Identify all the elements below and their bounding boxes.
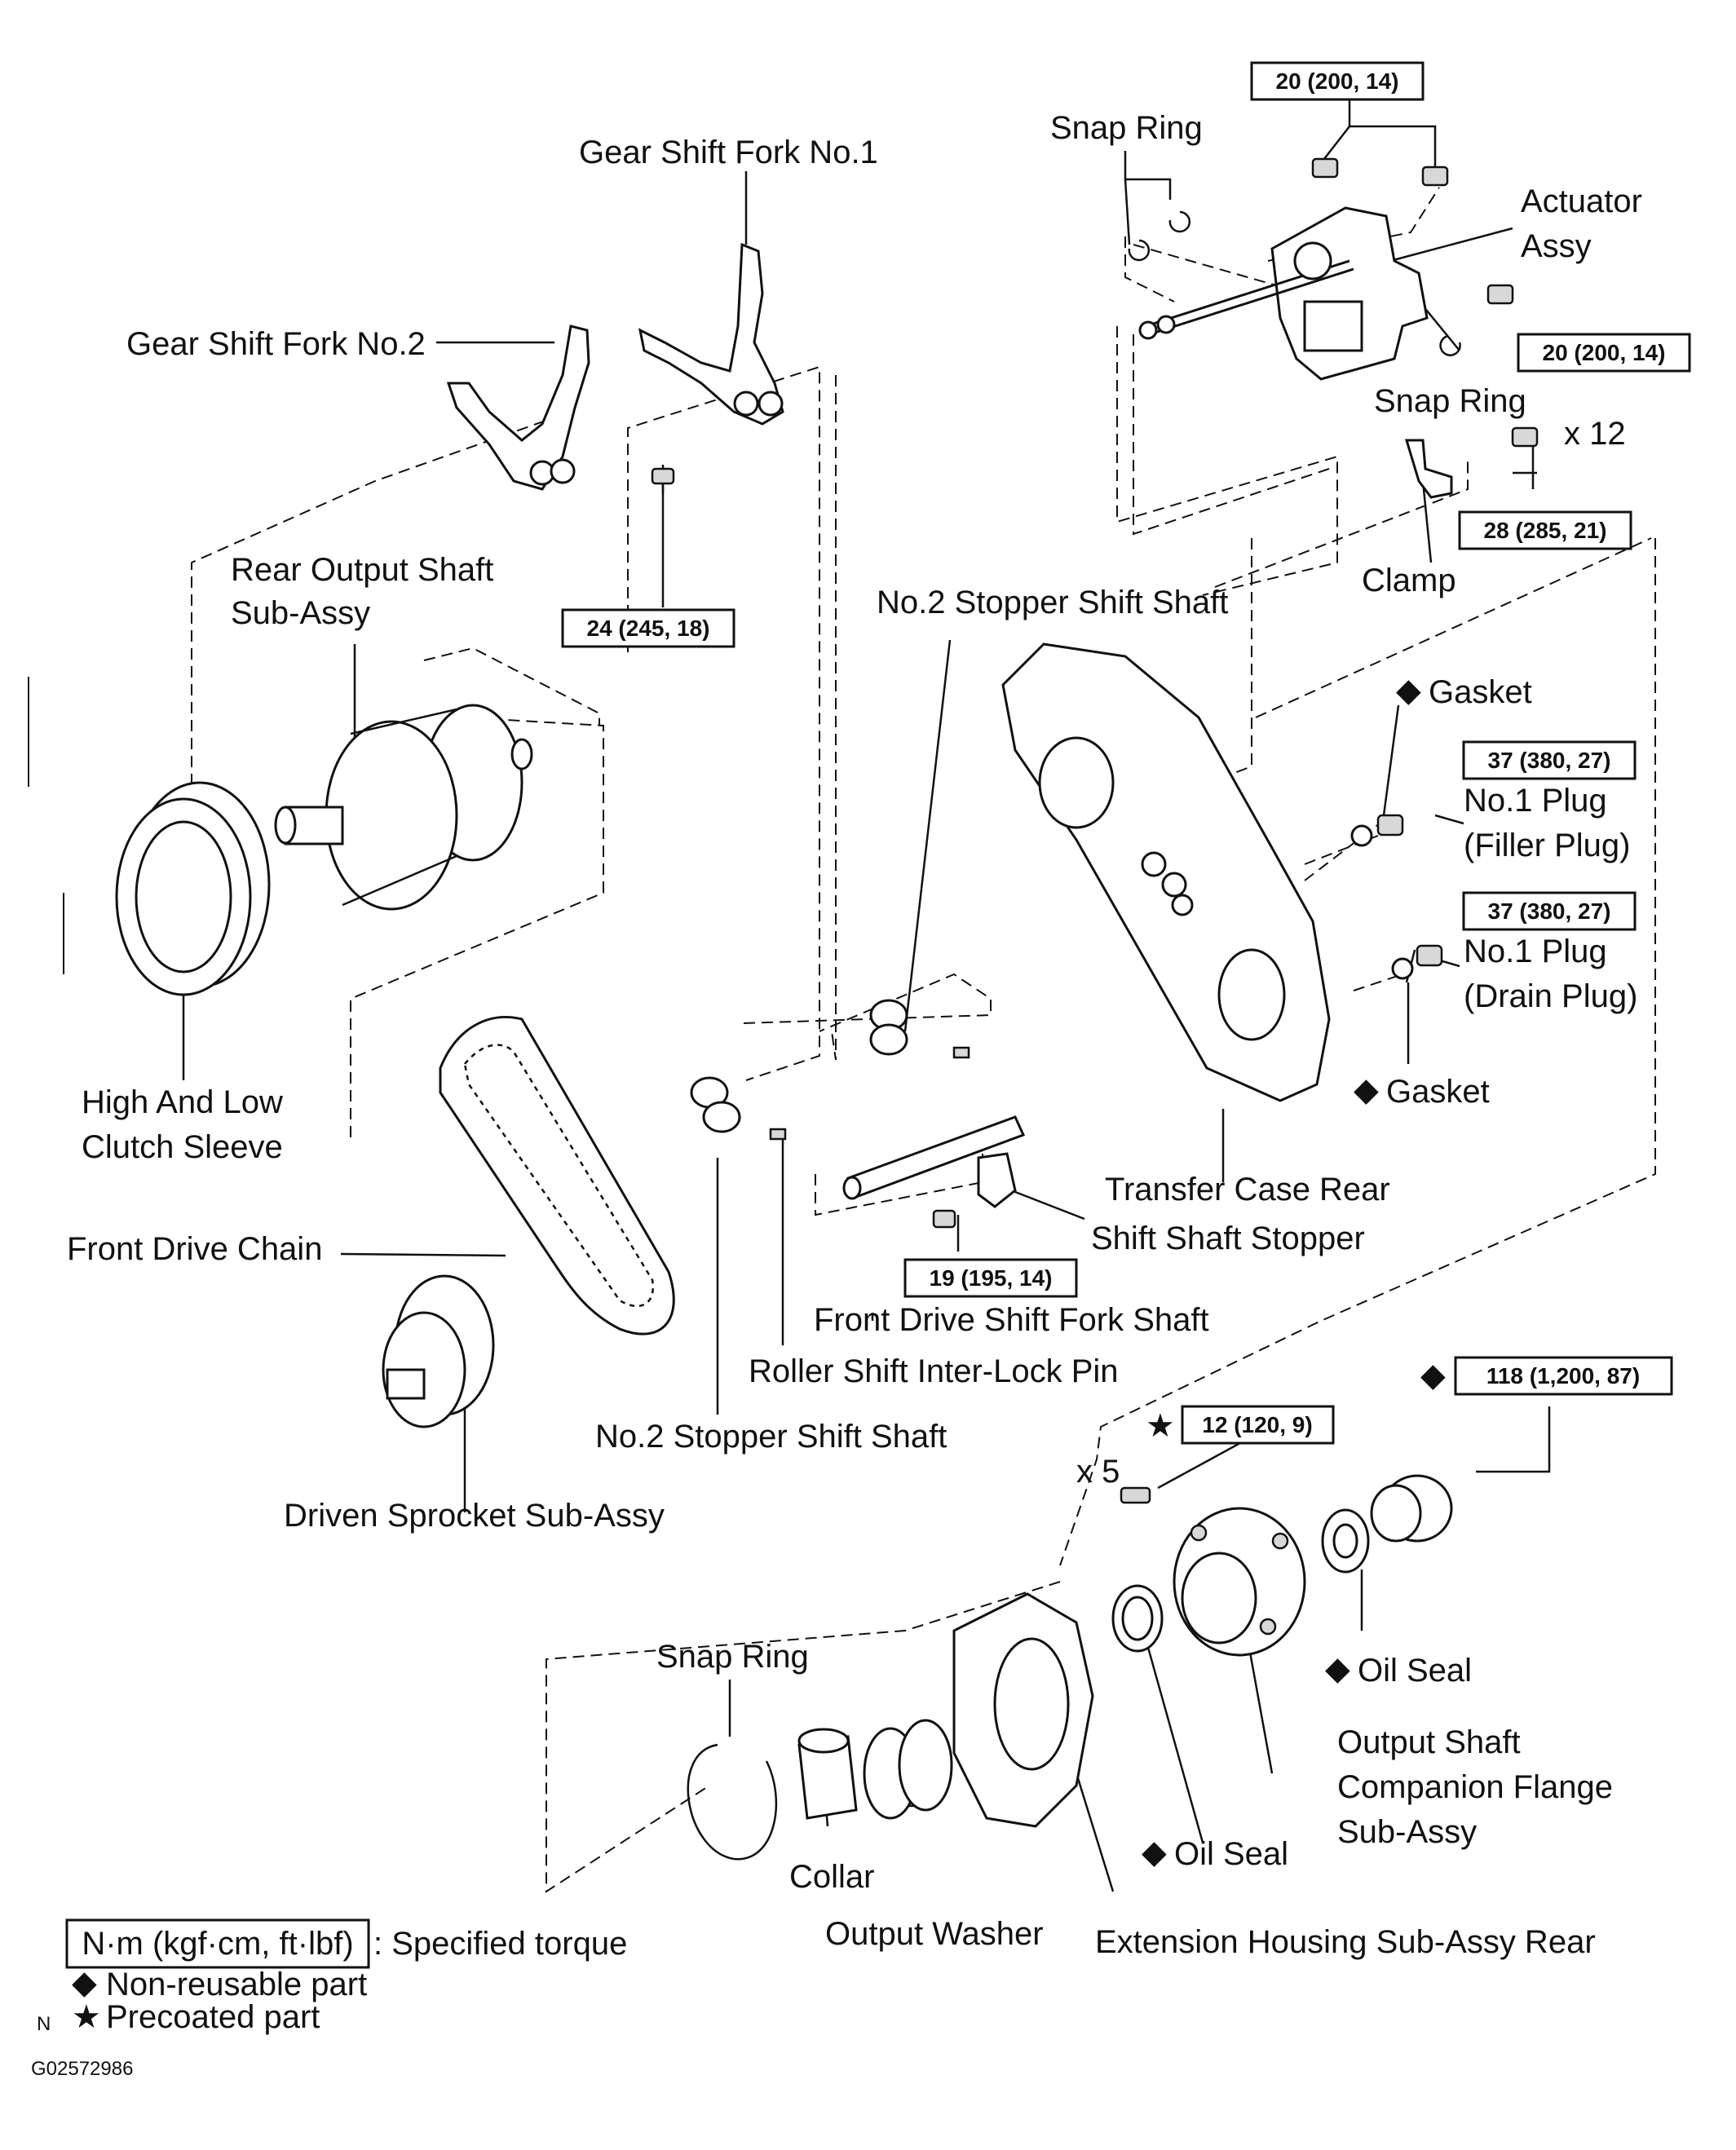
label-collar: Collar <box>789 1859 874 1895</box>
torque-top: 20 (200, 14) <box>1276 68 1399 94</box>
label-x5: x 5 <box>1076 1454 1120 1490</box>
drain-plug-and-gasket <box>1391 944 1443 980</box>
label-snap-ring-right: Snap Ring <box>1374 383 1526 419</box>
transfer-case-rear <box>1001 642 1331 1102</box>
label-output-flange-2: Companion Flange <box>1337 1769 1613 1805</box>
legend-unit-box: N·m (kgf·cm, ft·lbf) <box>82 1926 353 1962</box>
output-shaft-companion-flange <box>1173 1507 1306 1657</box>
clamp <box>1404 439 1453 499</box>
rear-output-shaft <box>274 704 533 911</box>
part-labels: Gear Shift Fork No.1 Gear Shift Fork No.… <box>67 110 1642 1960</box>
label-actuator-2: Assy <box>1521 228 1592 264</box>
stopper-bolt <box>932 1209 956 1229</box>
label-front-drive-chain: Front Drive Chain <box>67 1231 322 1267</box>
label-no2-stopper-top: No.2 Stopper Shift Shaft <box>877 585 1228 620</box>
no2-stopper-shift-shaft-upper <box>869 999 970 1059</box>
legend: N·m (kgf·cm, ft·lbf) : Specified torque … <box>31 1918 627 2080</box>
legend-n-mark: N <box>37 2013 51 2035</box>
label-oil-seal-mid: Oil Seal <box>1174 1836 1288 1872</box>
torque-spec-boxes: 20 (200, 14) 20 (200, 14) 28 (285, 21) 2… <box>561 61 1691 1445</box>
label-extension-housing: Extension Housing Sub-Assy Rear <box>1095 1924 1596 1960</box>
label-snap-ring-top: Snap Ring <box>1050 110 1203 146</box>
figure-id: G02572986 <box>31 2058 133 2080</box>
legend-precoated: Precoated part <box>106 1999 320 2035</box>
actuator-bolts <box>1311 157 1539 448</box>
non-reusable-mark-gasket-top: ◆ <box>1396 673 1421 709</box>
non-reusable-mark-gasket-bottom: ◆ <box>1354 1072 1379 1108</box>
high-and-low-clutch-sleeve <box>115 781 271 996</box>
no2-stopper-shift-shaft-lower <box>690 1076 787 1141</box>
front-drive-chain <box>439 1016 675 1335</box>
torque-fork: 24 (245, 18) <box>587 616 710 641</box>
torque-stopper: 19 (195, 14) <box>930 1265 1053 1291</box>
snap-rings-top <box>1128 210 1461 356</box>
housing-bolt <box>1120 1486 1151 1504</box>
label-x12: x 12 <box>1564 416 1626 452</box>
label-drain-plug-1: No.1 Plug <box>1464 934 1607 969</box>
label-gear-shift-fork-no1: Gear Shift Fork No.1 <box>579 135 878 170</box>
label-high-low-1: High And Low <box>82 1084 283 1120</box>
label-actuator-1: Actuator <box>1521 183 1642 219</box>
non-reusable-mark-oil-seal-mid: ◆ <box>1142 1834 1167 1870</box>
label-driven-sprocket: Driven Sprocket Sub-Assy <box>284 1498 665 1534</box>
gear-shift-fork-no1 <box>638 242 784 426</box>
precoated-mark-housing: ★ <box>1146 1408 1175 1444</box>
shift-shaft-stopper <box>977 1152 1017 1208</box>
torque-actuator: 20 (200, 14) <box>1543 340 1666 365</box>
actuator-assy <box>1138 206 1429 381</box>
label-rear-output-shaft-1: Rear Output Shaft <box>231 552 493 588</box>
label-gear-shift-fork-no2: Gear Shift Fork No.2 <box>126 326 426 362</box>
gear-shift-fork-no2 <box>446 324 590 491</box>
label-output-flange-1: Output Shaft <box>1337 1724 1521 1760</box>
label-clamp: Clamp <box>1362 563 1456 598</box>
extension-housing <box>952 1592 1094 1828</box>
legend-specified-torque: : Specified torque <box>373 1926 627 1962</box>
label-output-washer: Output Washer <box>825 1916 1044 1952</box>
legend-non-reusable: Non-reusable part <box>106 1967 367 2002</box>
oil-seal-mid <box>1111 1584 1164 1653</box>
label-no2-stopper-bottom: No.2 Stopper Shift Shaft <box>595 1419 947 1455</box>
label-filler-plug-2: (Filler Plug) <box>1464 828 1630 863</box>
torque-filler-plug: 37 (380, 27) <box>1488 748 1611 773</box>
label-gasket-top: Gasket <box>1429 674 1532 710</box>
flange-nut <box>1370 1474 1453 1543</box>
non-reusable-mark-oil-seal-right: ◆ <box>1325 1651 1350 1687</box>
front-drive-shift-fork-shaft <box>842 1115 1026 1200</box>
oil-seal-right <box>1321 1508 1370 1574</box>
label-roller-pin: Roller Shift Inter-Lock Pin <box>749 1353 1119 1389</box>
label-snap-ring-bottom: Snap Ring <box>656 1639 809 1675</box>
torque-housing: 12 (120, 9) <box>1202 1412 1312 1437</box>
fork-bolt <box>651 467 675 493</box>
driven-sprocket <box>382 1274 495 1428</box>
label-drain-plug-2: (Drain Plug) <box>1464 978 1637 1014</box>
filler-plug-and-gasket <box>1350 814 1404 847</box>
label-filler-plug-1: No.1 Plug <box>1464 783 1607 819</box>
torque-case: 28 (285, 21) <box>1484 518 1607 543</box>
label-gasket-bottom: Gasket <box>1386 1074 1490 1110</box>
label-rear-output-shaft-2: Sub-Assy <box>231 595 370 631</box>
torque-drain-plug: 37 (380, 27) <box>1488 898 1611 924</box>
label-transfer-case-rear: Transfer Case Rear <box>1105 1172 1390 1207</box>
torque-flange-nut: 118 (1,200, 87) <box>1486 1363 1640 1388</box>
legend-precoated-symbol: ★ <box>72 1999 101 2035</box>
snap-ring-bottom <box>687 1743 777 1861</box>
non-reusable-mark-nut: ◆ <box>1420 1358 1446 1393</box>
output-washers <box>863 1719 953 1820</box>
label-front-drive-shift-fork-shaft: Front Drive Shift Fork Shaft <box>814 1302 1209 1338</box>
label-high-low-2: Clutch Sleeve <box>82 1129 283 1165</box>
legend-non-reusable-symbol: ◆ <box>72 1965 97 2001</box>
assembly-guide-lines <box>191 187 1656 1893</box>
label-shift-shaft-stopper: Shift Shaft Stopper <box>1091 1221 1365 1256</box>
label-output-flange-3: Sub-Assy <box>1337 1814 1477 1850</box>
collar <box>797 1728 858 1820</box>
label-oil-seal-right: Oil Seal <box>1358 1653 1472 1689</box>
